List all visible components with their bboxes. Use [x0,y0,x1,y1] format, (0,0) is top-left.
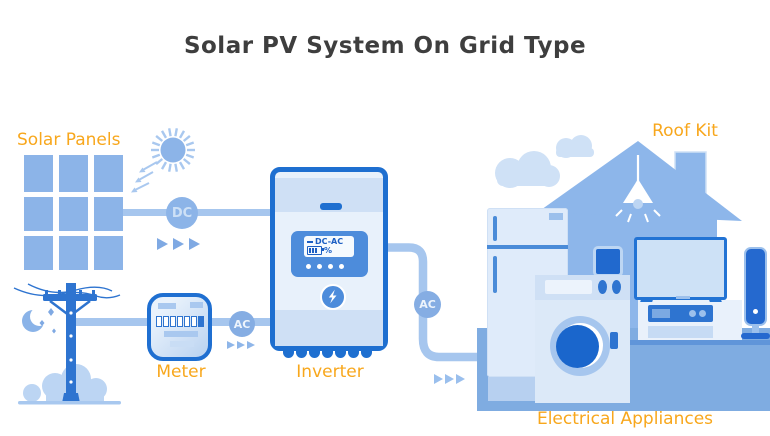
inverter-screen: DC-AC % [304,236,354,257]
receiver-knob [699,310,706,317]
solar-panel-array [24,155,123,270]
tv-icon [634,237,727,300]
house-window [593,246,623,277]
receiver-knob [689,310,696,317]
washing-machine-icon [535,275,630,403]
meter-detail [170,341,194,347]
meter-scale [164,331,198,337]
fridge-handle [493,216,497,241]
washer-door-handle [610,332,618,349]
speaker-dot [753,309,758,314]
speaker-base [741,333,770,339]
arrow-right-icon [247,341,255,349]
ac-badge-inverter: AC [414,291,441,318]
house-roof [538,141,742,221]
inverter-device: DC-AC % [270,167,388,351]
solar-panel-cell [94,236,123,270]
solar-panel-cell [24,197,53,231]
arrow-right-icon [157,238,168,250]
solar-panel-cell [59,197,88,231]
ground-line [18,401,121,405]
fridge-divider [487,245,568,249]
solar-panel-cell [94,197,123,231]
arrow-right-icon [237,341,245,349]
solar-panel-cell [94,155,123,192]
fridge-base [488,377,536,401]
fridge-handle [493,256,497,293]
sun-icon [131,128,195,193]
tv-leg [640,297,654,302]
solar-panel-cell [24,155,53,192]
speaker-stand [752,326,759,333]
arrow-right-icon [227,341,235,349]
meter-detail [158,303,176,309]
arrow-right-icon [456,374,465,384]
fridge-vent [549,213,563,220]
av-receiver-icon [648,305,713,322]
arrow-right-icon [189,238,200,250]
electrical-appliances-label: Electrical Appliances [536,409,714,429]
page-title: Solar PV System On Grid Type [183,33,587,59]
washer-knob [598,280,607,294]
speaker-icon [744,247,767,326]
battery-icon [307,246,324,255]
clouds-icon [495,135,594,188]
solar-panel-cell [24,236,53,270]
solar-panel-cell [59,155,88,192]
stars-icon [39,308,56,334]
arrow-right-icon [445,374,454,384]
console-drawer [648,326,713,338]
inverter-display-panel: DC-AC % [291,231,368,277]
inverter-heatsink [283,347,372,358]
ac-flow-arrows-meter [227,341,255,349]
percent-symbol: % [324,246,333,255]
dc-badge: DC [166,197,198,229]
energy-bolt-icon [320,284,346,310]
washer-knob [612,280,621,294]
moon-icon [22,307,49,332]
inverter-vent-slot [320,203,342,210]
arrow-right-icon [173,238,184,250]
dc-flow-arrows [157,238,200,250]
ac-badge-meter: AC [229,311,255,337]
arrow-right-icon [434,374,443,384]
washer-door [550,316,610,376]
menu-icon [307,240,313,243]
washer-dispenser [545,280,592,294]
tv-leg [708,297,722,302]
utility-pole-icon [13,283,121,405]
receiver-display [652,309,670,318]
inverter-label: Inverter [296,362,364,382]
console-shadow [630,340,770,345]
solar-panel-cell [59,236,88,270]
meter-device [147,293,212,361]
solar-panels-label: Solar Panels [17,130,121,150]
pendant-lamp-icon [615,155,661,223]
inverter-status-dots [306,264,344,269]
meter-digit-display [156,316,204,327]
roof-kit-label: Roof Kit [652,121,718,141]
tv-logo-notch [676,296,690,299]
sunshine-arrows [132,161,158,192]
inverter-mode-text: DC-AC [315,237,344,246]
meter-detail [190,302,203,308]
tv-console [638,300,742,340]
inverter-bottom-band [275,310,383,346]
ac-flow-arrows-output [434,374,465,384]
meter-label: Meter [156,362,206,382]
